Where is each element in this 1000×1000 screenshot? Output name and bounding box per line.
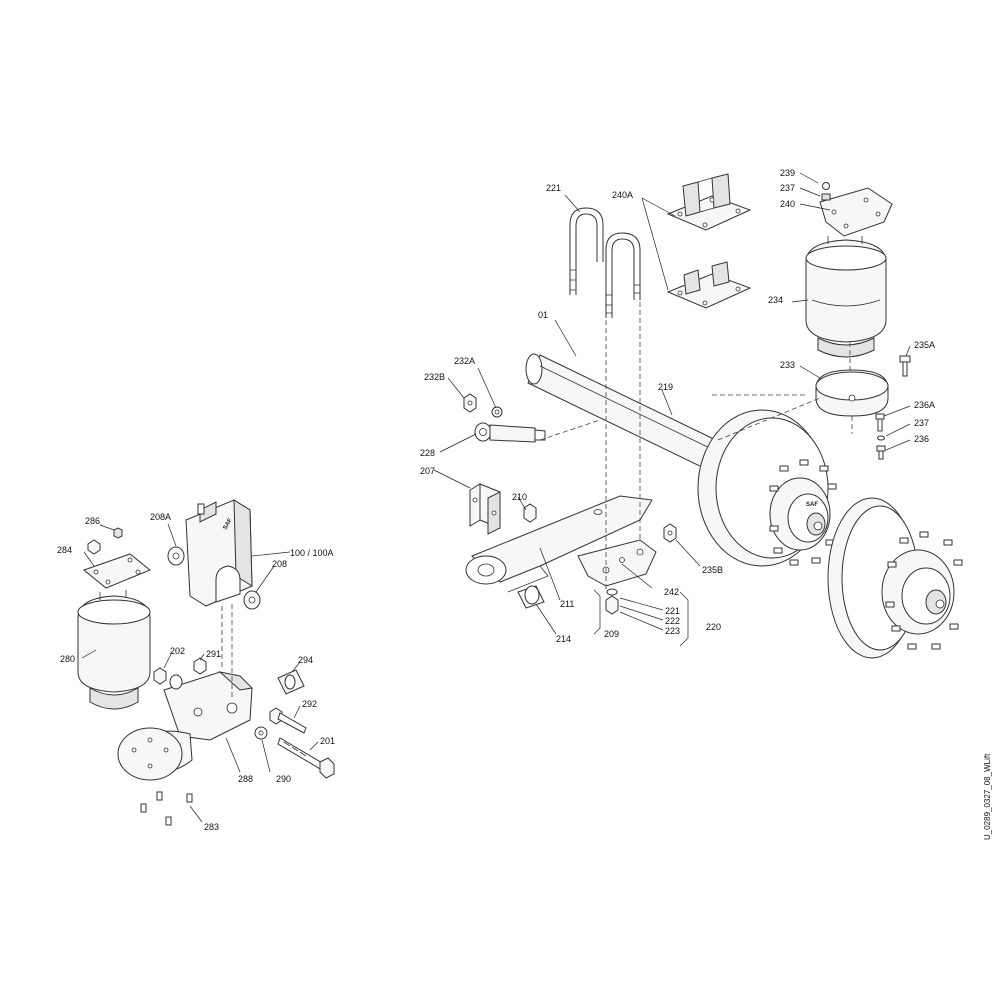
callout-286: 286 [85,516,100,526]
callout-208: 208 [272,559,287,569]
callout-290: 290 [276,774,291,784]
callout-221-stack: 221 [665,606,680,616]
callout-283: 283 [204,822,219,832]
callout-237-upper: 237 [780,183,795,193]
mounting-plate-240 [819,182,893,237]
air-spring-234 [805,236,887,358]
bracket-288 [117,671,254,781]
washer-208a [167,546,185,566]
callout-209: 209 [604,629,619,639]
callout-284: 284 [57,545,72,555]
washer-290 [254,726,268,740]
axle-beam-01 [525,353,721,471]
callout-221-ubolt: 221 [546,183,561,193]
brand-mark: SAF [806,502,818,508]
screws-283 [140,791,193,826]
callout-228: 228 [420,448,435,458]
piston-233 [815,369,889,417]
callout-232a: 232A [454,356,475,366]
callout-202: 202 [170,646,185,656]
brake-disc-hub [827,497,963,659]
air-spring-280 [77,590,151,710]
spacer-294 [277,669,305,695]
callout-236: 236 [914,434,929,444]
callout-233: 233 [780,360,795,370]
nut-208 [243,590,261,610]
callout-100-100a: 100 / 100A [290,548,334,558]
right-centerlines [539,302,853,590]
callout-237-lower: 237 [914,418,929,428]
left-leader-lines [81,523,319,823]
callout-232b: 232B [424,372,445,382]
callout-236a: 236A [914,400,935,410]
bolt-236a [875,413,885,432]
callout-210: 210 [512,492,527,502]
callout-223: 223 [665,626,680,636]
callout-288: 288 [238,774,253,784]
callout-220: 220 [706,622,721,632]
callout-211: 211 [560,599,574,609]
drawing-number: U_0289_0327_08_WLift [983,753,992,840]
callout-240a: 240A [612,190,633,200]
callout-214: 214 [556,634,571,644]
callout-01: 01 [538,310,548,320]
right-leader-lines [433,172,911,647]
callout-291: 291 [206,649,221,659]
nut-202 [153,667,183,690]
hanger-bracket-100: SAF [185,499,253,607]
wheel-studs [769,459,837,566]
bushing-214 [517,585,545,609]
callout-222: 222 [665,616,680,626]
bushing-232a [491,406,503,418]
callout-242: 242 [664,587,679,597]
callout-219: 219 [658,382,673,392]
callout-280: 280 [60,654,75,664]
bolt-236 [876,445,886,460]
washer-237 [877,435,885,441]
brand-mark-hanger: SAF [223,517,234,531]
callout-239: 239 [780,168,795,178]
bolt-201 [277,737,335,779]
bolt-235a [899,355,911,377]
callout-294: 294 [298,655,313,665]
callout-240: 240 [780,199,795,209]
callout-labels: 221 240A 239 237 240 01 234 232A 232B 21… [57,168,935,832]
bracket-207 [469,483,501,535]
left-centerlines [221,604,233,700]
bolt-292 [269,707,307,734]
callout-234: 234 [768,295,783,305]
shock-absorber-228 [474,422,546,443]
brake-drum-hub: SAF [697,409,837,567]
fastener-stack-221-223 [605,588,619,615]
u-bolt-221 [569,207,641,318]
axle-seat-242 [577,539,657,587]
top-plate-240a [666,173,752,309]
nut-291 [193,657,207,675]
callout-235b: 235B [702,565,723,575]
callout-208a: 208A [150,512,171,522]
callout-201: 201 [320,736,335,746]
nut-210 [523,503,537,523]
callout-235a: 235A [914,340,935,350]
mounting-plate-284 [82,527,151,589]
disc-studs [885,531,963,650]
callout-207: 207 [420,466,435,476]
nut-235b [663,523,677,543]
nut-232b [463,393,477,413]
callout-292: 292 [302,699,317,709]
